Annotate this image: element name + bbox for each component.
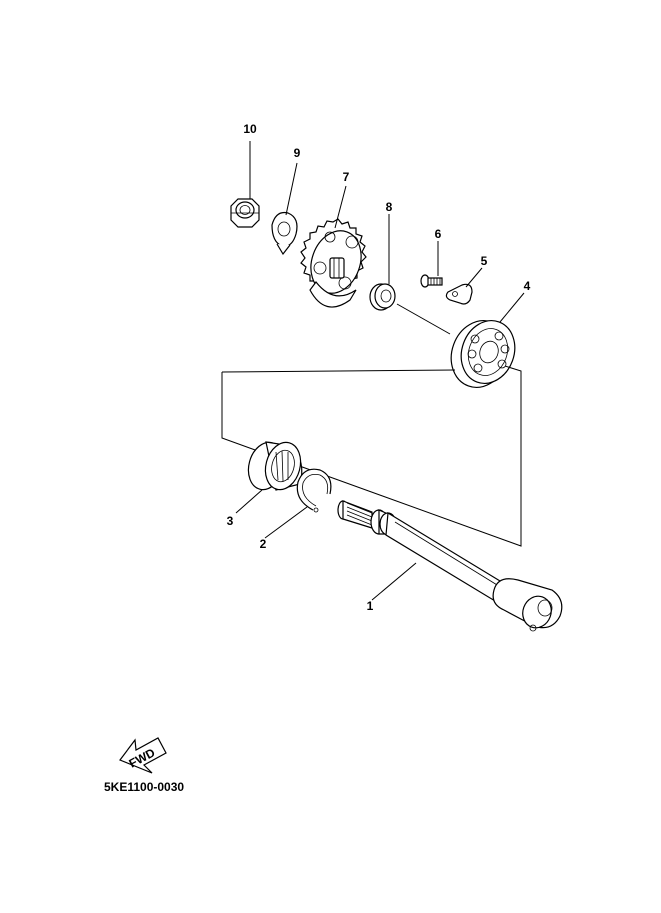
part-6-screw xyxy=(420,274,443,288)
part-4-bearing xyxy=(450,320,516,388)
part-8-collar xyxy=(369,283,396,311)
callout-3: 3 xyxy=(227,514,234,528)
callout-9: 9 xyxy=(294,146,301,160)
diagram-code: 5KE1100-0030 xyxy=(104,780,184,794)
assembly-guide-lines xyxy=(221,303,522,547)
part-10-nut xyxy=(230,198,260,228)
leader-5 xyxy=(465,267,483,288)
part-5-plate xyxy=(445,283,473,305)
callout-1: 1 xyxy=(367,599,374,613)
leader-4 xyxy=(499,292,525,323)
leader-2 xyxy=(264,506,308,539)
part-3-bearing xyxy=(247,441,303,491)
leader-3 xyxy=(235,489,263,514)
callout-7: 7 xyxy=(343,170,350,184)
callout-10: 10 xyxy=(243,122,257,136)
leader-1 xyxy=(371,562,417,601)
leader-7 xyxy=(334,185,347,229)
leader-9 xyxy=(285,162,298,216)
callout-8: 8 xyxy=(386,200,393,214)
callout-5: 5 xyxy=(481,254,488,268)
part-9-washer xyxy=(271,211,298,256)
callout-4: 4 xyxy=(524,279,531,293)
part-2-circlip xyxy=(296,468,332,513)
part-1-shaft xyxy=(337,500,563,632)
callout-6: 6 xyxy=(435,227,442,241)
fwd-arrow-icon: FWD xyxy=(119,737,167,774)
callout-2: 2 xyxy=(260,537,267,551)
part-7-gear xyxy=(300,218,367,308)
